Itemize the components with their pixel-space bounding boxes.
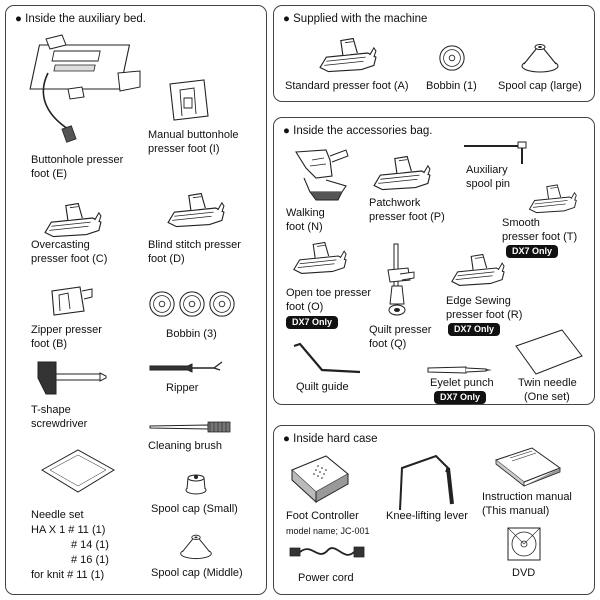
- patchwork-label-1: Patchwork: [369, 197, 421, 209]
- needle-set-line-4: for knit # 11 (1): [31, 569, 105, 581]
- manual-buttonhole-foot-illustration: [164, 76, 214, 126]
- patchwork-label-2: presser foot (P): [369, 211, 445, 223]
- foot-controller-model: model name; JC-001: [286, 526, 370, 536]
- spool-cap-middle-illustration: [179, 528, 213, 562]
- open-toe-foot-illustration: [290, 236, 348, 276]
- smooth-label-1: Smooth: [502, 217, 540, 229]
- dvd-label: DVD: [512, 567, 536, 579]
- twin-needle-label-1: Twin needle: [518, 377, 577, 389]
- auxiliary-spool-pin-illustration: [460, 136, 540, 166]
- overcasting-foot-illustration: [41, 196, 103, 240]
- quilt-foot-label-2: foot (Q): [369, 338, 407, 350]
- needle-set-line-3: # 16 (1): [71, 554, 109, 566]
- open-toe-label-1: Open toe presser: [286, 287, 371, 299]
- zipper-foot-illustration: [46, 281, 96, 321]
- screwdriver-label-1: T-shape: [31, 404, 71, 416]
- patchwork-foot-illustration: [370, 150, 432, 192]
- overcasting-label-1: Overcasting: [31, 239, 90, 251]
- standard-foot-label: Standard presser foot (A): [285, 80, 409, 92]
- foot-controller-label: Foot Controller: [286, 510, 359, 522]
- knee-lever-label: Knee-lifting lever: [386, 510, 468, 522]
- auxiliary-bed-title: ● Inside the auxiliary bed.: [15, 13, 146, 25]
- quilt-guide-label: Quilt guide: [296, 381, 349, 393]
- eyelet-dx7-badge: DX7 Only: [434, 391, 487, 404]
- bobbin-1-label: Bobbin (1): [426, 80, 477, 92]
- buttonhole-foot-label-1: Buttonhole presser: [31, 154, 124, 166]
- needle-set-line-1: HA X 1 # 11 (1): [31, 524, 106, 536]
- power-cord-label: Power cord: [298, 572, 354, 584]
- foot-controller-illustration: [286, 452, 352, 504]
- edge-sewing-label-2: presser foot (R): [446, 309, 523, 321]
- needle-set-line-2: # 14 (1): [71, 539, 109, 551]
- edge-sewing-label-1: Edge Sewing: [446, 295, 511, 307]
- instruction-manual-label-2: (This manual): [482, 505, 550, 517]
- spool-cap-middle-label: Spool cap (Middle): [151, 567, 243, 579]
- accessories-bag-title: ● Inside the accessories bag.: [283, 125, 433, 137]
- standard-foot-illustration: [316, 32, 378, 74]
- buttonhole-foot-illustration: [28, 33, 158, 148]
- auxiliary-spool-pin-label-1: Auxiliary: [466, 164, 508, 176]
- ripper-label: Ripper: [166, 382, 199, 394]
- dvd-illustration: [506, 526, 542, 562]
- hard-case-title: ● Inside hard case: [283, 433, 378, 445]
- twin-needle-label-2: (One set): [524, 391, 570, 403]
- bobbin-3-illustration: [149, 291, 235, 317]
- manual-buttonhole-label-1: Manual buttonhole: [148, 129, 239, 141]
- bobbin-1-illustration: [438, 44, 466, 72]
- open-toe-label-2: foot (O): [286, 301, 324, 313]
- smooth-label-2: presser foot (T): [502, 231, 578, 243]
- blind-stitch-label-1: Blind stitch presser: [148, 239, 241, 251]
- supplied-title: ● Supplied with the machine: [283, 13, 428, 25]
- screwdriver-illustration: [34, 358, 109, 398]
- cleaning-brush-illustration: [148, 418, 238, 436]
- quilt-foot-illustration: [380, 240, 420, 322]
- edge-sewing-dx7-badge: DX7 Only: [448, 323, 501, 336]
- instruction-manual-illustration: [492, 446, 564, 488]
- spool-cap-small-label: Spool cap (Small): [151, 503, 238, 515]
- power-cord-illustration: [288, 538, 368, 566]
- auxiliary-spool-pin-label-2: spool pin: [466, 178, 511, 190]
- quilt-guide-illustration: [288, 340, 368, 380]
- overcasting-label-2: presser foot (C): [31, 253, 108, 265]
- needle-set-label: Needle set: [31, 509, 84, 521]
- cleaning-brush-label: Cleaning brush: [148, 440, 222, 452]
- spool-cap-large-illustration: [520, 36, 560, 76]
- open-toe-dx7-badge: DX7 Only: [286, 316, 339, 329]
- zipper-label-1: Zipper presser: [31, 324, 102, 336]
- auxiliary-bed-panel: ● Inside the auxiliary bed. Buttonhole p…: [5, 5, 267, 595]
- bobbin-3-label: Bobbin (3): [166, 328, 217, 340]
- blind-stitch-foot-illustration: [164, 184, 226, 232]
- eyelet-punch-illustration: [426, 362, 492, 378]
- buttonhole-foot-label-2: foot (E): [31, 168, 68, 180]
- accessories-bag-panel: ● Inside the accessories bag. Auxiliary …: [273, 117, 595, 405]
- instruction-manual-label-1: Instruction manual: [482, 491, 572, 503]
- twin-needle-illustration: [512, 326, 586, 378]
- walking-foot-label-1: Walking: [286, 207, 325, 219]
- knee-lever-illustration: [392, 450, 462, 514]
- needle-set-illustration: [38, 446, 118, 496]
- screwdriver-label-2: screwdriver: [31, 418, 88, 430]
- ripper-illustration: [148, 358, 228, 378]
- smooth-foot-illustration: [526, 178, 578, 216]
- blind-stitch-label-2: foot (D): [148, 253, 185, 265]
- smooth-dx7-badge: DX7 Only: [506, 245, 559, 258]
- spool-cap-small-illustration: [184, 468, 208, 496]
- zipper-label-2: foot (B): [31, 338, 68, 350]
- manual-buttonhole-label-2: presser foot (I): [148, 143, 220, 155]
- walking-foot-illustration: [286, 146, 356, 204]
- eyelet-punch-label: Eyelet punch: [430, 377, 494, 389]
- supplied-panel: ● Supplied with the machine Standard pre…: [273, 5, 595, 102]
- edge-sewing-foot-illustration: [448, 246, 506, 290]
- quilt-foot-label-1: Quilt presser: [369, 324, 432, 336]
- walking-foot-label-2: foot (N): [286, 221, 323, 233]
- hard-case-panel: ● Inside hard case Foot Controller model…: [273, 425, 595, 595]
- spool-cap-large-label: Spool cap (large): [498, 80, 582, 92]
